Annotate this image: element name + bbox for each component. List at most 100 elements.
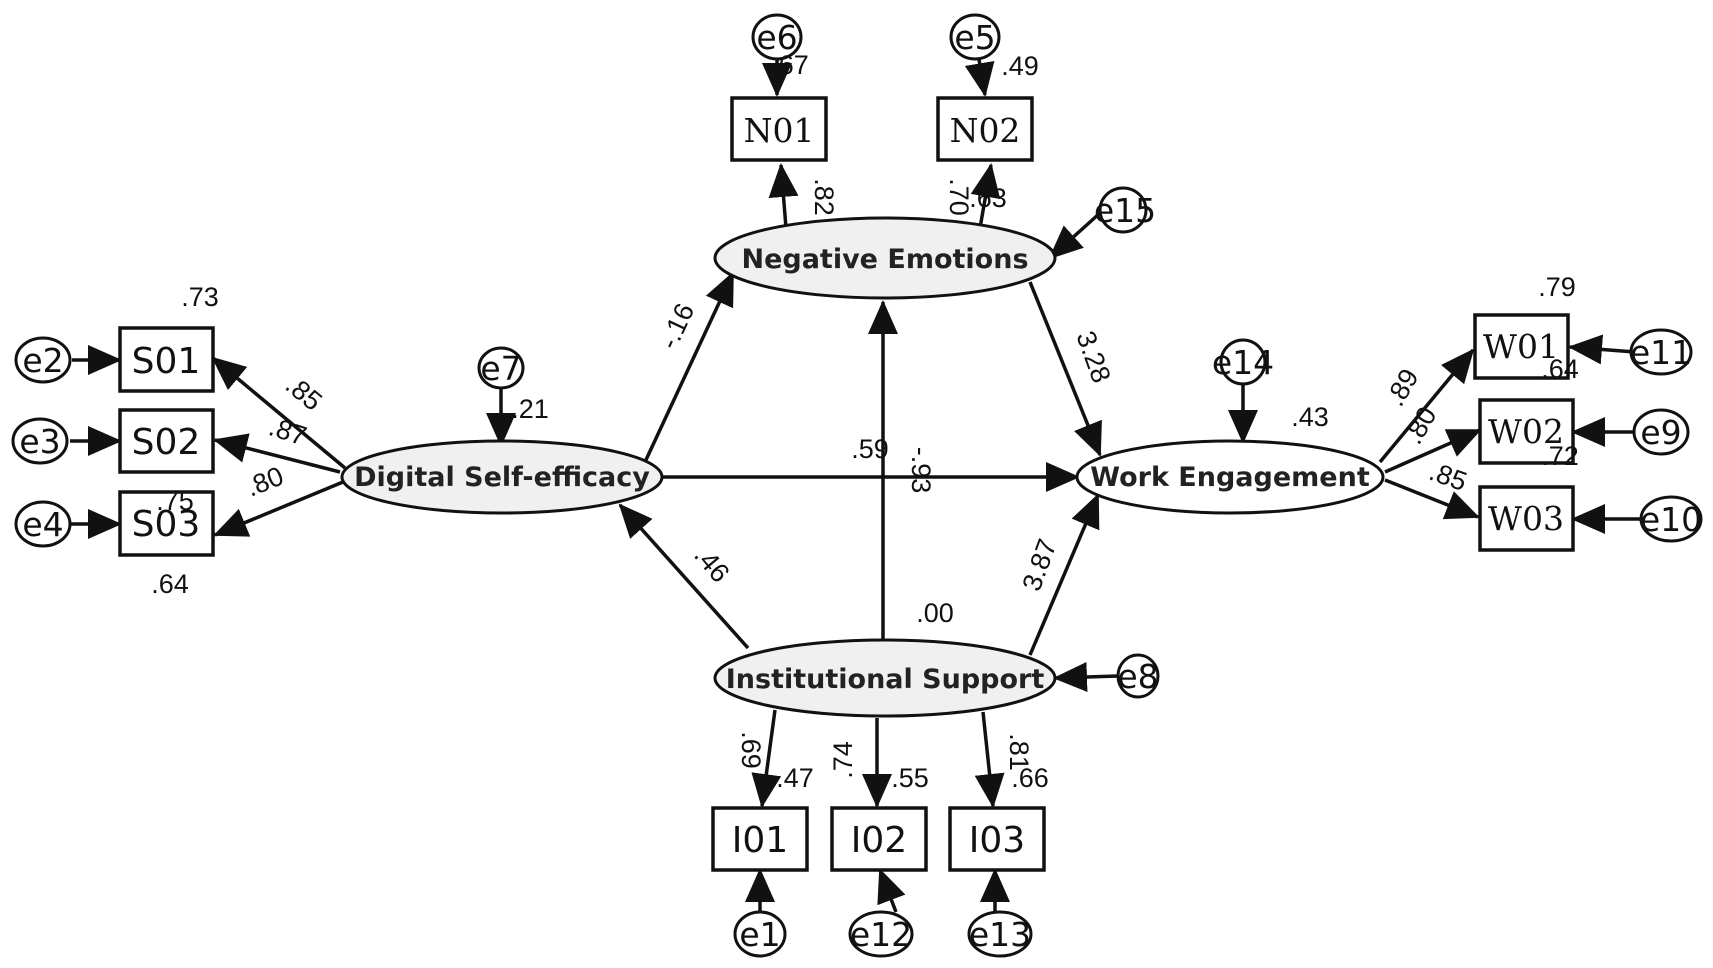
latent-label: Institutional Support [726,664,1045,695]
r2-w01: .79 [1538,272,1576,302]
r2-i01: .47 [776,763,814,793]
coef-is-we: 3.87 [1016,535,1062,595]
observed-label: I03 [969,820,1025,861]
r2-s03: .64 [151,569,189,599]
path-e11-w01 [1568,334,1636,365]
observed-label: I01 [732,820,788,861]
error-label: e2 [22,341,63,380]
coef-dse-s03: .80 [242,461,288,503]
r2-w02: .64 [1541,354,1579,384]
coef-is-i01: .69 [736,731,766,769]
path-dse-s02 [213,433,341,474]
coef-dse-s01: .85 [280,370,328,417]
coef-is-i02: .74 [828,741,858,779]
error-label: e7 [480,349,521,388]
error-label: e13 [969,915,1031,954]
observed-i03: I03 [948,806,1046,872]
latent-work-engagement: Work Engagement [1075,439,1385,515]
observed-label: W01 [1483,327,1559,366]
error-label: e5 [954,18,995,57]
error-e8: e8 [1116,653,1160,699]
r2-i02: .55 [891,763,929,793]
r2-dse: .21 [511,394,549,424]
coef-we-w03: .85 [1425,456,1471,497]
error-label: e3 [19,422,60,461]
observed-label: W03 [1488,499,1564,538]
path-is-i03 [974,711,1005,808]
latent-label: Negative Emotions [741,244,1028,275]
observed-s01: S01 [118,326,215,393]
r2-ne: .63 [969,183,1007,213]
coef-dse-s02: .87 [265,411,310,451]
latent-institutional-support: Institutional Support [713,638,1057,718]
error-e13: e13 [967,910,1033,958]
path-we-w01 [1378,348,1475,464]
path-ne-n01 [768,163,799,229]
coef-ne-n02: .70 [944,178,974,216]
error-label: e9 [1640,413,1681,452]
observed-i02: I02 [830,806,928,872]
coef-dse-ne: -.16 [653,299,700,354]
path-is-dse [618,503,750,650]
error-label: e8 [1117,657,1158,696]
observed-label: W02 [1488,412,1564,451]
observed-label: S03 [132,504,201,545]
coef-is-i03: .81 [1004,733,1034,771]
path-is-we [1028,493,1100,656]
path-is-i01 [751,709,782,808]
observed-w03: W03 [1478,485,1575,552]
path-we-w02 [1384,428,1482,474]
error-label: e14 [1212,343,1274,382]
coef-is-ne: -.93 [906,447,936,494]
error-e5: e5 [949,13,1001,61]
r2-we: .43 [1291,402,1329,432]
observed-label: I02 [851,820,907,861]
error-e12: e12 [848,910,914,958]
r2-is: .00 [916,598,954,628]
error-label: e12 [850,915,912,954]
error-e7: e7 [477,346,525,390]
latent-label: Work Engagement [1090,462,1370,493]
error-label: e15 [1094,191,1156,230]
error-label: e1 [739,915,780,954]
path-e12-i02 [877,868,906,913]
error-e9: e9 [1632,408,1690,456]
observed-w01: W01 [1473,313,1570,380]
error-label: e10 [1640,500,1702,539]
observed-w02: W02 [1478,398,1575,465]
path-dse-s03 [213,480,344,537]
error-e15: e15 [1094,186,1156,234]
observed-s02: S02 [118,408,215,474]
error-e10: e10 [1639,495,1703,543]
observed-s03: S03 [118,490,215,557]
path-dse-s01 [211,356,347,470]
error-e1: e1 [733,910,787,958]
latent-digital-self-efficacy: Digital Self-efficacy [340,439,664,515]
path-e15-ne [1048,211,1102,260]
path-ne-we [1028,281,1102,457]
path-we-w03 [1384,478,1480,520]
r2-n02: .49 [1001,51,1039,81]
latent-negative-emotions: Negative Emotions [713,216,1057,300]
observed-n02: N02 [936,96,1034,162]
path-ne-n02 [970,163,1001,229]
coef-dse-we: .59 [851,434,889,464]
error-label: e4 [22,505,63,544]
error-label: e11 [1630,333,1692,372]
r2-s02: .75 [156,486,194,516]
coef-ne-we: 3.28 [1070,327,1116,387]
observed-label: N02 [950,111,1021,150]
latent-label: Digital Self-efficacy [354,462,650,493]
r2-n01: .67 [771,50,809,80]
error-label: e6 [756,18,797,57]
error-e3: e3 [11,417,69,465]
error-e11: e11 [1629,328,1693,376]
observed-label: S02 [132,422,201,463]
observed-label: S01 [132,341,201,382]
r2-i03: .66 [1011,763,1049,793]
error-e4: e4 [14,500,72,548]
coef-is-dse: .46 [688,540,735,588]
r2-w03: .72 [1541,441,1579,471]
observed-i01: I01 [711,806,809,872]
